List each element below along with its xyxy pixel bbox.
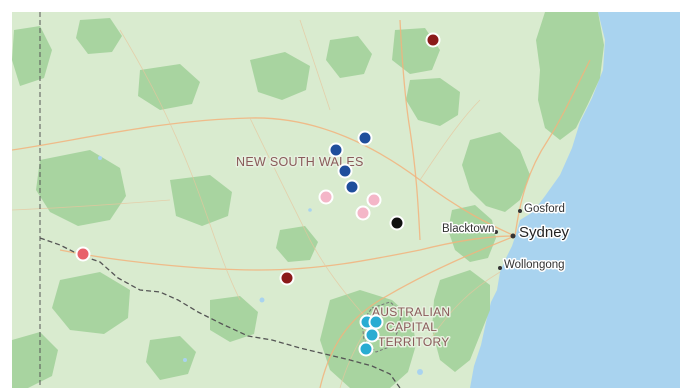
city-dot-sydney — [510, 233, 516, 239]
marker-cyan[interactable] — [364, 327, 380, 343]
marker-cyan[interactable] — [358, 341, 374, 357]
marker-dark-red[interactable] — [425, 32, 441, 48]
marker-pink[interactable] — [366, 192, 382, 208]
city-dot-gosford — [518, 209, 522, 213]
map-canvas[interactable]: NEW SOUTH WALES AUSTRALIAN CAPITAL TERRI… — [12, 12, 680, 388]
marker-blue[interactable] — [344, 179, 360, 195]
city-label-sydney[interactable]: Sydney — [518, 223, 572, 243]
territory-label-line2: CAPITAL — [386, 320, 437, 334]
city-label-wollongong[interactable]: Wollongong — [503, 258, 567, 273]
forest-areas — [12, 12, 604, 388]
marker-pink[interactable] — [355, 205, 371, 221]
water-features — [98, 156, 423, 375]
city-dot-wollongong — [498, 266, 502, 270]
state-label: NEW SOUTH WALES — [236, 155, 364, 169]
marker-coral[interactable] — [75, 246, 91, 262]
marker-cyan[interactable] — [368, 314, 384, 330]
marker-pink[interactable] — [318, 189, 334, 205]
territory-label-line1: AUSTRALIAN — [372, 305, 450, 319]
marker-dark-red[interactable] — [279, 270, 295, 286]
city-dot-blacktown — [494, 230, 498, 234]
marker-blue[interactable] — [328, 142, 344, 158]
city-label-gosford[interactable]: Gosford — [523, 202, 567, 217]
marker-blue[interactable] — [337, 163, 353, 179]
territory-label-line3: TERRITORY — [378, 335, 450, 349]
roads — [12, 19, 591, 388]
markers — [75, 32, 441, 357]
marker-black[interactable] — [389, 215, 405, 231]
city-label-blacktown[interactable]: Blacktown — [441, 222, 496, 237]
marker-blue[interactable] — [357, 130, 373, 146]
